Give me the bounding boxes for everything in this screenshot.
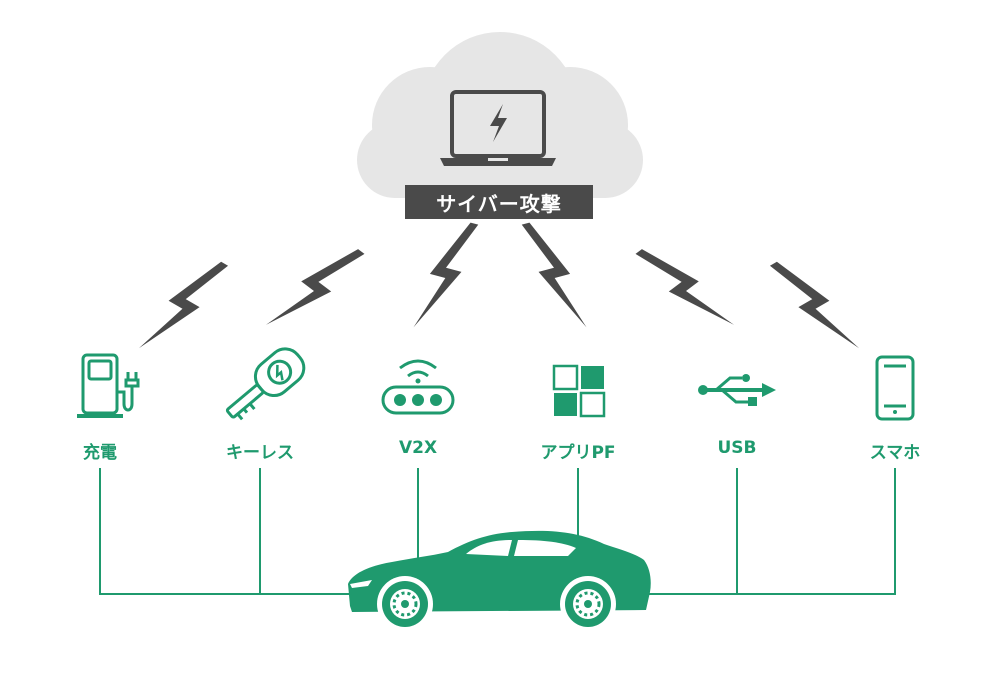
label-usb: USB — [717, 438, 757, 458]
lightning-bolt-icon — [413, 222, 479, 328]
ev-charger-icon — [77, 353, 140, 418]
lightning-bolts — [138, 222, 860, 349]
lightning-bolt-icon — [521, 222, 587, 328]
label-smartphone: スマホ — [869, 443, 921, 463]
car-icon — [348, 530, 651, 632]
lightning-bolt-icon — [265, 249, 365, 325]
smartphone-icon — [875, 355, 915, 421]
lightning-bolt-icon — [769, 261, 860, 349]
label-keyless: キーレス — [226, 443, 294, 463]
lightning-bolt-icon — [138, 261, 229, 349]
label-charging: 充電 — [83, 443, 117, 463]
cloud — [357, 32, 643, 198]
laptop-lightning-icon — [440, 90, 556, 166]
v2x-router-icon — [381, 359, 455, 415]
keyless-key-icon — [225, 347, 306, 421]
usb-icon — [698, 374, 776, 406]
cyber-attack-label: サイバー攻撃 — [405, 185, 593, 219]
lightning-bolt-icon — [635, 249, 735, 325]
label-app-pf: アプリPF — [540, 443, 616, 463]
app-platform-grid-icon — [552, 364, 606, 418]
label-v2x: V2X — [398, 438, 438, 458]
connector-lines — [99, 468, 896, 595]
